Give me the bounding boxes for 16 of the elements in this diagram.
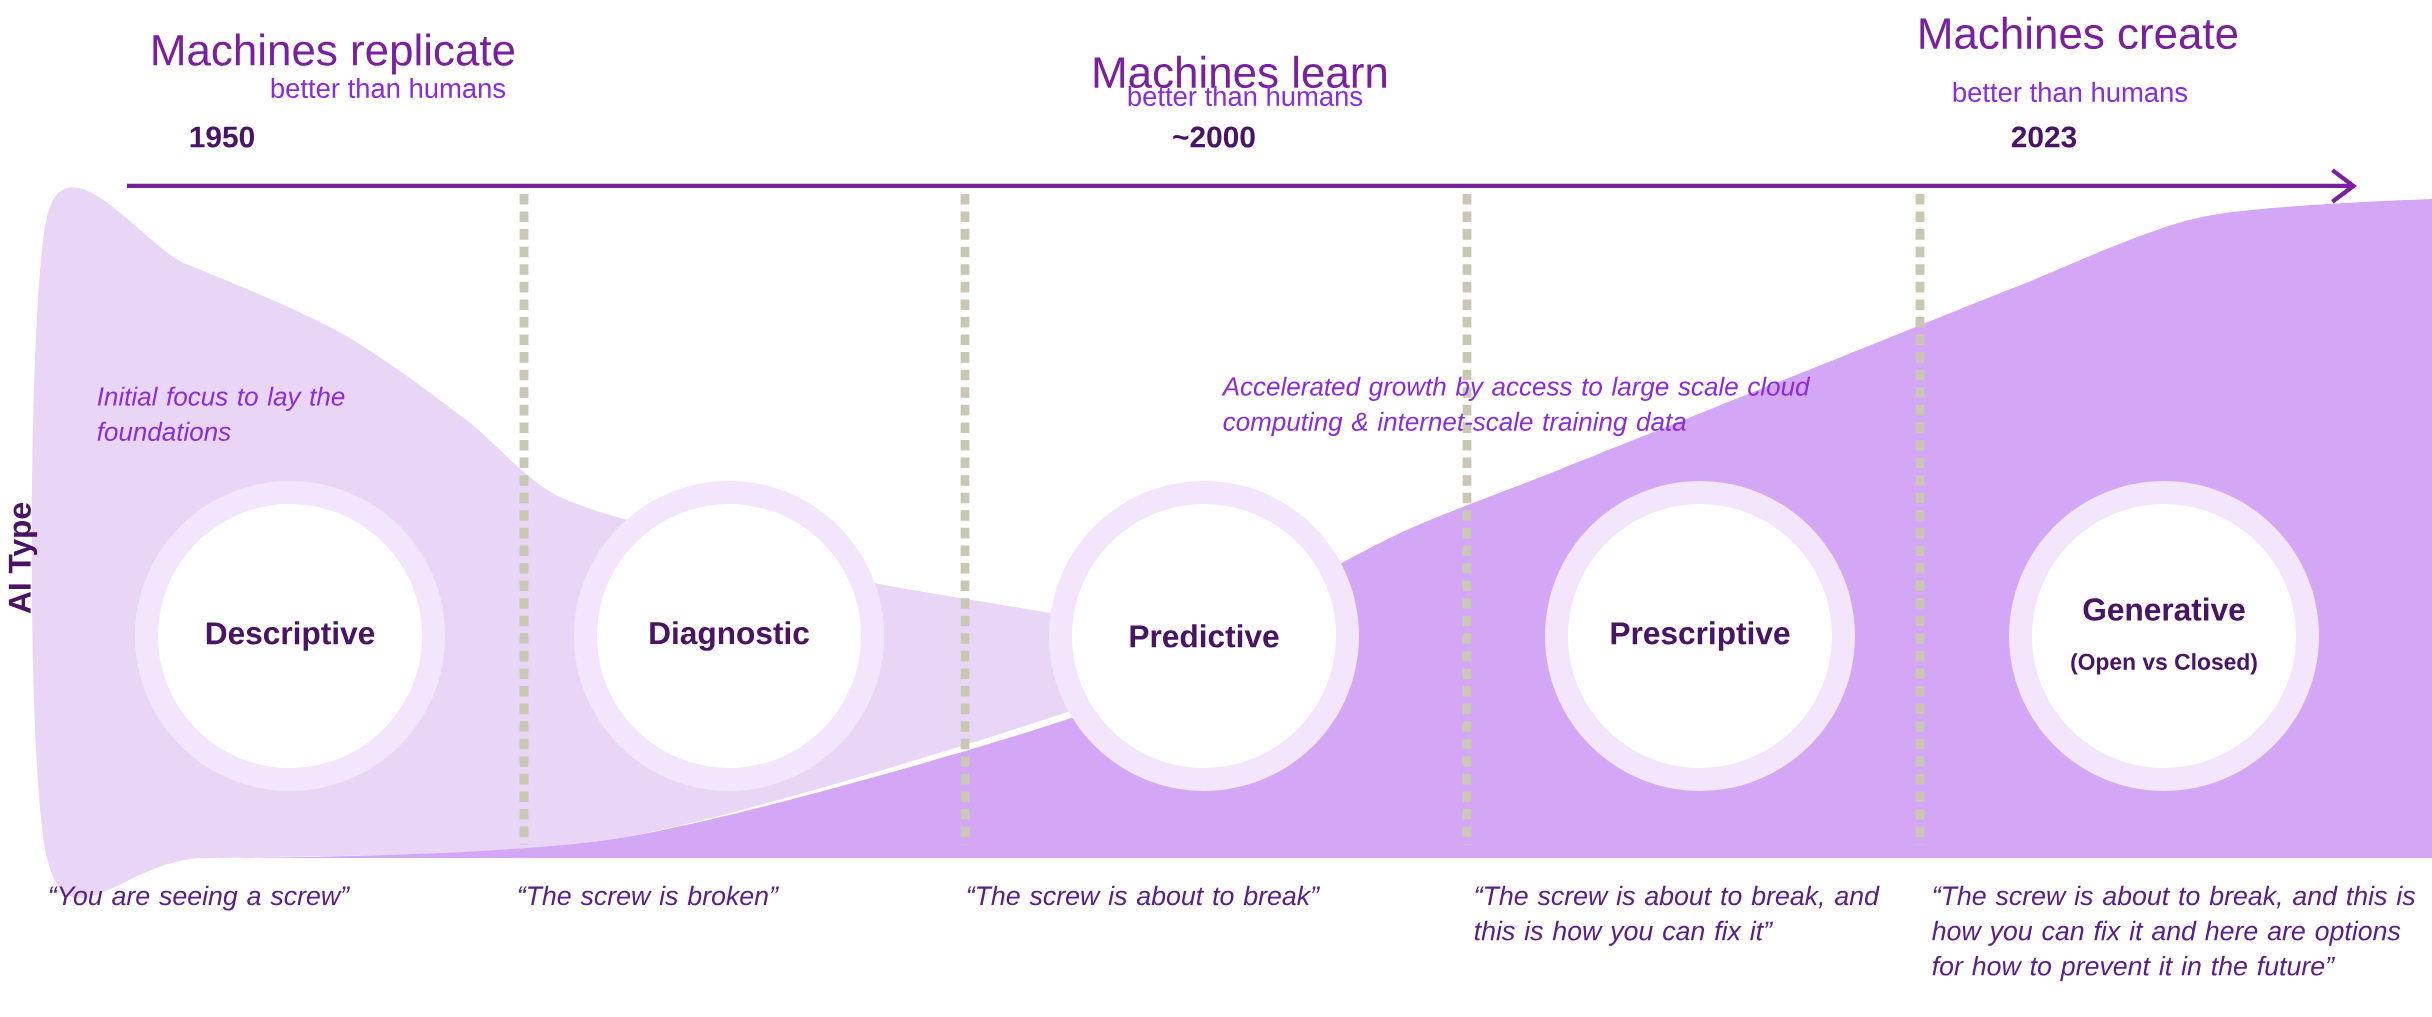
year-label: 2023 xyxy=(2011,126,2077,148)
year-label: 1950 xyxy=(190,126,254,148)
quote-text: “You are seeing a screw” xyxy=(49,885,351,911)
node-label: Predictive xyxy=(1130,624,1279,648)
node-label: Diagnostic xyxy=(650,621,809,651)
subheading: better than humans xyxy=(271,77,506,99)
heading: Machines create xyxy=(1920,16,2238,50)
subheading: better than humans xyxy=(1953,81,2188,103)
heading: Machines replicate xyxy=(153,33,515,75)
quote-text: “The screw is broken” xyxy=(518,885,779,906)
quote-text: “The screw is about to break, and this is how you can fix it” xyxy=(1474,885,1880,946)
axis-label: AI Type xyxy=(8,503,38,614)
annotation-text: Initial focus to lay the foundations xyxy=(97,386,345,441)
quote-text: “The screw is about to break” xyxy=(967,885,1320,906)
year-label: ~2000 xyxy=(1173,126,1255,148)
quote-text: “The screw is about to break, and this is how you can fix it and here are options for how to prevent it in the future” xyxy=(1932,885,2416,981)
